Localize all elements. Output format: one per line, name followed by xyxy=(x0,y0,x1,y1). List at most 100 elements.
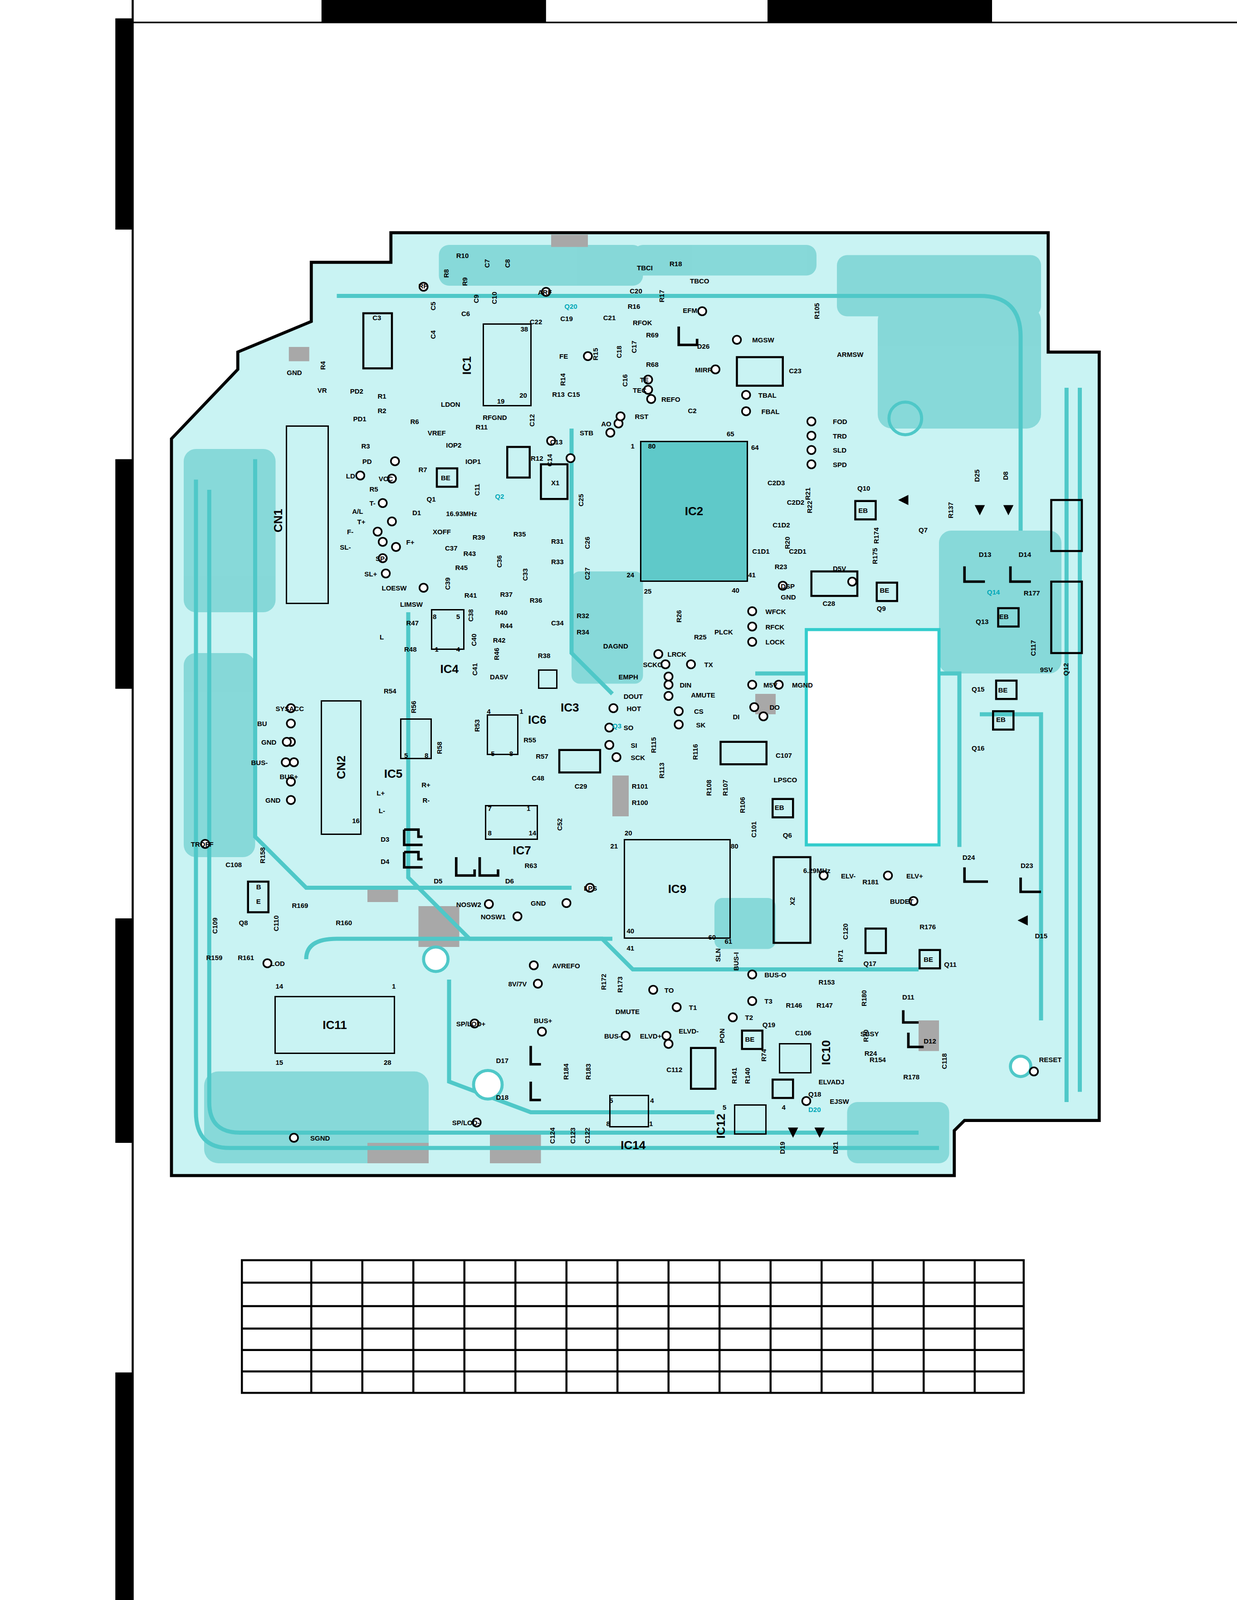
component-label: GND xyxy=(530,899,546,907)
component-label: 64 xyxy=(751,443,759,451)
component-label: TE xyxy=(640,376,649,384)
component-label: R115 xyxy=(650,737,657,753)
component-label: R33 xyxy=(551,557,564,565)
component-label: R10 xyxy=(456,251,470,259)
component-label: R173 xyxy=(616,976,623,993)
component-label: C48 xyxy=(531,774,545,782)
component-label: C2D2 xyxy=(787,498,805,506)
component-label: R6 xyxy=(410,418,420,426)
component-label: FOD xyxy=(832,418,848,426)
test-pad xyxy=(529,961,538,970)
component-label: WFCK xyxy=(765,607,787,615)
test-pad xyxy=(356,471,365,480)
component-label: MIRR xyxy=(694,366,713,373)
component-label: R159 xyxy=(206,953,223,961)
component-label: R2 xyxy=(377,406,387,414)
test-pad xyxy=(282,738,291,747)
component-label: SL- xyxy=(339,543,351,551)
test-pad xyxy=(286,796,295,805)
test-pad xyxy=(289,1134,299,1143)
component-label: EB xyxy=(999,613,1009,621)
component-label: TROFF xyxy=(190,840,214,848)
component-label: R47 xyxy=(406,619,420,626)
component-label: R116 xyxy=(691,744,699,761)
component-label: 80 xyxy=(730,842,739,850)
component-label: C12 xyxy=(528,414,536,427)
component-label: RFOK xyxy=(632,319,653,327)
component-label: 8 xyxy=(606,1120,611,1128)
component-label: EB xyxy=(774,803,785,811)
component-label: 4 xyxy=(456,645,460,653)
component-label: GND xyxy=(265,796,281,804)
component-label: R40 xyxy=(494,609,508,617)
component-label: ARF xyxy=(537,288,553,296)
component-label: R22 xyxy=(806,500,813,514)
component-label: T2 xyxy=(745,1014,754,1022)
component-label: R53 xyxy=(473,719,480,733)
component-label: C33 xyxy=(521,568,529,582)
component-label: ARMSW xyxy=(836,350,864,358)
component-label: D15 xyxy=(1035,932,1048,940)
test-pad xyxy=(289,758,299,767)
component-label: SCK xyxy=(630,753,646,761)
component-label: SO xyxy=(623,724,634,732)
component-label: TRD xyxy=(832,432,847,440)
component-label: L- xyxy=(378,806,386,814)
component-label: HOT xyxy=(626,704,642,712)
component-label: C122 xyxy=(583,1127,591,1145)
test-pad xyxy=(566,454,575,463)
component-label: D12 xyxy=(923,1037,937,1045)
component-label: R16 xyxy=(627,303,641,310)
component-label: R57 xyxy=(535,752,549,760)
test-pad xyxy=(748,680,757,690)
component-label: R69 xyxy=(645,331,659,339)
test-pad xyxy=(606,428,615,437)
component-label: GND xyxy=(286,369,302,377)
test-pad xyxy=(748,637,757,646)
component-label: ELVD+ xyxy=(640,1032,662,1040)
component-label: E xyxy=(256,897,261,905)
test-pad xyxy=(698,307,707,316)
component-label: R184 xyxy=(562,1063,569,1081)
component-label: CS xyxy=(694,708,704,715)
component-label: D21 xyxy=(831,1141,839,1155)
test-pad xyxy=(759,712,768,721)
component-label: C40 xyxy=(470,633,478,647)
test-pad xyxy=(654,650,663,659)
component-label: 4 xyxy=(782,1104,786,1111)
component-label: R12 xyxy=(530,454,544,462)
component-label: 5 xyxy=(609,1096,613,1104)
component-label: R46 xyxy=(492,647,500,661)
component-label: R15 xyxy=(591,347,599,361)
test-pad xyxy=(664,1040,673,1049)
component-label: R+ xyxy=(421,781,431,789)
component-label: 7 xyxy=(488,805,492,812)
test-pad xyxy=(391,542,401,552)
component-label: T+ xyxy=(357,518,366,525)
component-label: C1D1 xyxy=(752,547,770,555)
component-label: C17 xyxy=(630,340,638,354)
component-label: R176 xyxy=(919,923,936,931)
test-pad xyxy=(513,912,522,921)
component-label: NOSW2 xyxy=(456,900,482,908)
component-label: C18 xyxy=(615,345,622,359)
component-label: SL+ xyxy=(364,570,377,577)
component-label: BE xyxy=(998,686,1008,694)
component-label: R5 xyxy=(369,485,379,493)
component-label: SK xyxy=(696,721,706,729)
component-label: R175 xyxy=(871,547,879,565)
component-label: R183 xyxy=(584,1063,592,1081)
component-label: C4 xyxy=(429,330,437,339)
component-label: AVREFO xyxy=(552,962,580,969)
ic-package: IC11 xyxy=(274,996,396,1055)
component-label: C5 xyxy=(429,301,437,311)
component-label: C25 xyxy=(577,493,585,507)
test-pad xyxy=(807,460,816,469)
component-label: ELVADJ xyxy=(818,1078,845,1086)
ic-package: IC14 xyxy=(609,1095,650,1128)
component-label: C124 xyxy=(548,1127,556,1145)
component-label: R38 xyxy=(537,651,551,659)
test-pad xyxy=(728,1013,738,1022)
component-label: SLN xyxy=(713,948,721,963)
component-label: R113 xyxy=(658,762,665,779)
